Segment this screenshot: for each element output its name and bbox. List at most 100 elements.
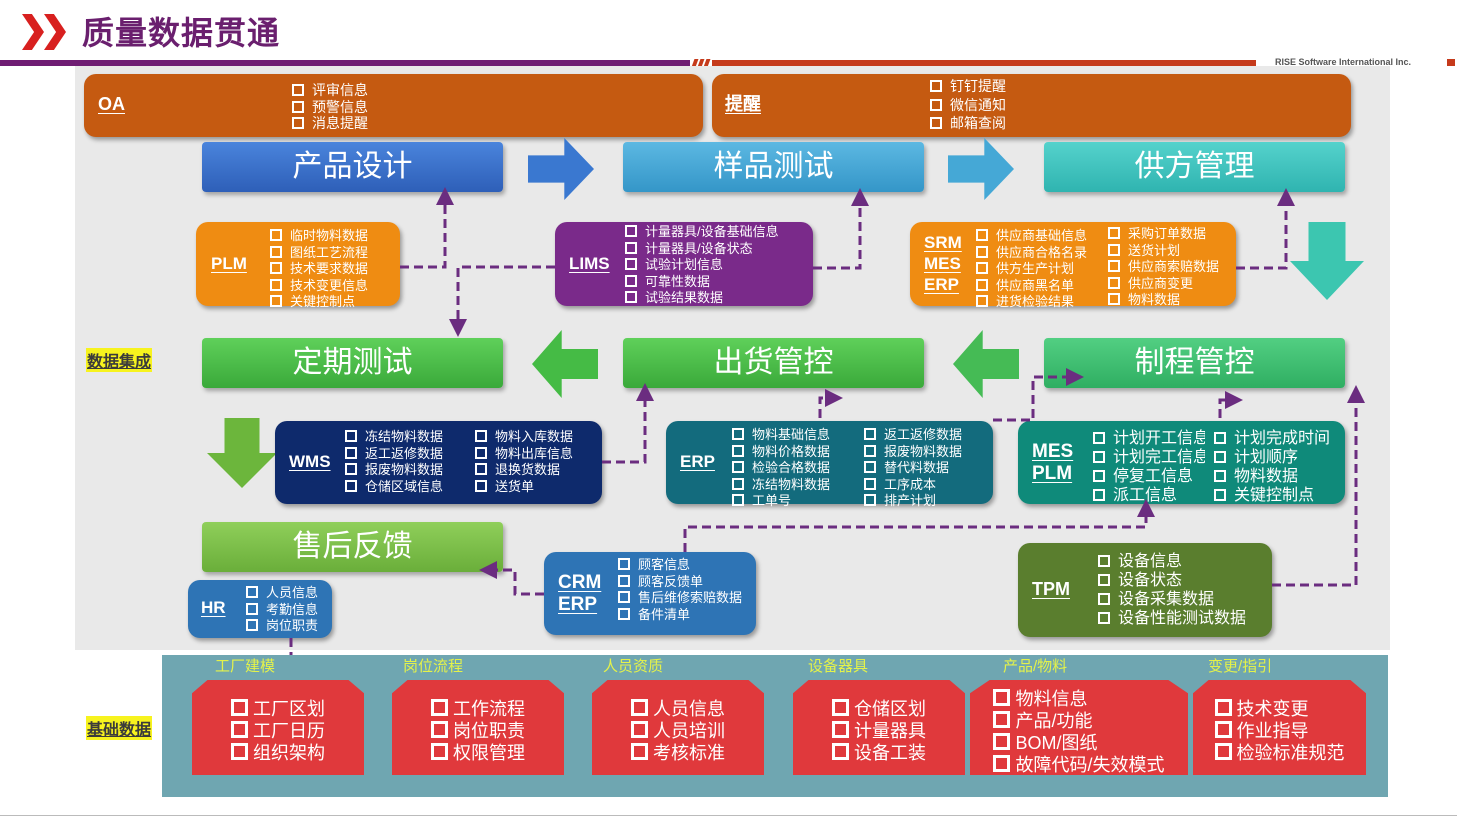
list-item: 供应商黑名单: [976, 278, 1087, 295]
base-category: 变更/指引: [1208, 658, 1273, 675]
list-item: 工厂日历: [231, 720, 325, 742]
list-item: 预警信息: [292, 99, 368, 116]
list-item: 技术要求数据: [270, 261, 368, 278]
list-item: 关键控制点: [270, 294, 368, 311]
list-item: 故障代码/失效模式: [993, 754, 1164, 775]
system-name: SRM: [924, 233, 962, 252]
list-item: 物料出库信息: [475, 446, 573, 463]
base-block: 工厂区划工厂日历组织架构: [192, 680, 364, 775]
list-item: 计划完成时间: [1214, 429, 1330, 448]
system-name: 提醒: [725, 94, 761, 114]
connector: [1236, 188, 1295, 270]
connector: [449, 265, 555, 337]
list-item: 组织架构: [231, 742, 325, 764]
list-item: 岗位职责: [246, 618, 318, 635]
wms-box: WMS 冻结物料数据返工返修数据报废物料数据仓储区域信息 物料入库数据物料出库信…: [275, 421, 602, 504]
list-item: 技术变更: [1215, 698, 1345, 720]
list-item: 顾客信息: [618, 557, 742, 574]
list-item: 技术变更信息: [270, 278, 368, 295]
system-name: MES: [924, 254, 961, 273]
system-name: PLM: [1032, 463, 1073, 484]
base-category: 岗位流程: [403, 658, 464, 675]
system-name: LIMS: [569, 254, 610, 273]
list-item: 计划开工信息: [1093, 429, 1205, 448]
item-list: 物料入库数据物料出库信息退换货数据送货单: [475, 429, 573, 495]
list-item: 送货单: [475, 479, 573, 496]
item-list: 返工返修数据报废物料数据替代料数据工序成本排产计划: [864, 427, 962, 510]
system-name: ERP: [558, 594, 598, 615]
item-list: 评审信息预警信息消息提醒: [292, 82, 368, 132]
tpm-box: TPM 设备信息设备状态设备采集数据设备性能测试数据: [1018, 543, 1272, 637]
base-category: 设备器具: [808, 658, 869, 675]
list-item: 试验结果数据: [625, 290, 779, 307]
item-list: 顾客信息顾客反馈单售后维修索赔数据备件清单: [618, 557, 742, 623]
list-item: 报废物料数据: [864, 444, 962, 461]
list-item: 临时物料数据: [270, 228, 368, 245]
list-item: 图纸工艺流程: [270, 245, 368, 262]
system-name: MES: [1032, 441, 1074, 462]
erp-box: ERP 物料基础信息物料价格数据检验合格数据冻结物料数据工单号 返工返修数据报废…: [666, 421, 993, 508]
list-item: 人员信息: [246, 585, 318, 602]
process-sample: 样品测试: [623, 142, 924, 192]
connector: [1218, 391, 1243, 418]
list-item: 设备状态: [1098, 571, 1246, 590]
item-list: 人员信息人员培训考核标准: [631, 680, 725, 764]
connector: [1272, 385, 1365, 587]
list-item: 退换货数据: [475, 462, 573, 479]
connector: [993, 368, 1084, 422]
list-item: 返工返修数据: [864, 427, 962, 444]
item-list: 临时物料数据图纸工艺流程技术要求数据技术变更信息关键控制点: [270, 228, 368, 311]
list-item: 物料信息: [993, 688, 1164, 710]
decor-square: [1447, 59, 1455, 66]
item-list: 物料基础信息物料价格数据检验合格数据冻结物料数据工单号: [732, 427, 830, 510]
process-design: 产品设计: [202, 142, 503, 192]
label-integration: 数据集成: [86, 348, 153, 372]
connector: [818, 389, 843, 418]
list-item: 仓储区划: [832, 698, 926, 720]
list-item: 供应商变更: [1108, 276, 1219, 293]
list-item: 计划顺序: [1214, 448, 1330, 467]
system-name: PLM: [211, 254, 247, 273]
list-item: 排产计划: [864, 493, 962, 510]
list-item: 报废物料数据: [345, 462, 443, 479]
list-item: 供应商合格名录: [976, 245, 1087, 262]
item-list: 冻结物料数据返工返修数据报废物料数据仓储区域信息: [345, 429, 443, 495]
item-list: 计量器具/设备基础信息计量器具/设备状态试验计划信息可靠性数据试验结果数据: [625, 224, 779, 307]
list-item: 供应商基础信息: [976, 228, 1087, 245]
process-production: 制程管控: [1044, 338, 1345, 388]
list-item: 备件清单: [618, 607, 742, 624]
system-name: TPM: [1032, 579, 1070, 599]
system-name: OA: [98, 94, 125, 114]
list-item: 替代料数据: [864, 460, 962, 477]
item-list: 钉钉提醒微信通知邮箱查阅: [930, 77, 1006, 133]
list-item: 工作流程: [431, 698, 525, 720]
remind-box: 提醒 钉钉提醒微信通知邮箱查阅: [712, 74, 1351, 137]
oa-box: OA 评审信息预警信息消息提醒: [84, 74, 703, 137]
list-item: 作业指导: [1215, 720, 1345, 742]
base-category: 人员资质: [603, 658, 664, 675]
label-base: 基础数据: [86, 716, 153, 740]
list-item: 派工信息: [1093, 486, 1205, 505]
item-list: 工厂区划工厂日历组织架构: [231, 680, 325, 764]
lims-box: LIMS 计量器具/设备基础信息计量器具/设备状态试验计划信息可靠性数据试验结果…: [555, 222, 813, 306]
list-item: 物料数据: [1108, 292, 1219, 309]
item-list: 仓储区划计量器具设备工装: [832, 680, 926, 764]
process-supplier: 供方管理: [1044, 142, 1345, 192]
list-item: 顾客反馈单: [618, 574, 742, 591]
list-item: 关键控制点: [1214, 486, 1330, 505]
item-list: 供应商基础信息供应商合格名录供方生产计划供应商黑名单进货检验结果: [976, 228, 1087, 311]
item-list: 工作流程岗位职责权限管理: [431, 680, 525, 764]
header-bar: [712, 60, 1256, 66]
base-block: 仓储区划计量器具设备工装: [793, 680, 965, 775]
item-list: 设备信息设备状态设备采集数据设备性能测试数据: [1098, 552, 1246, 628]
system-name: ERP: [680, 452, 715, 471]
hr-box: HR 人员信息考勤信息岗位职责: [188, 580, 332, 638]
list-item: 物料基础信息: [732, 427, 830, 444]
connector: [813, 188, 869, 270]
list-item: 人员培训: [631, 720, 725, 742]
list-item: 工厂区划: [231, 698, 325, 720]
list-item: 权限管理: [431, 742, 525, 764]
